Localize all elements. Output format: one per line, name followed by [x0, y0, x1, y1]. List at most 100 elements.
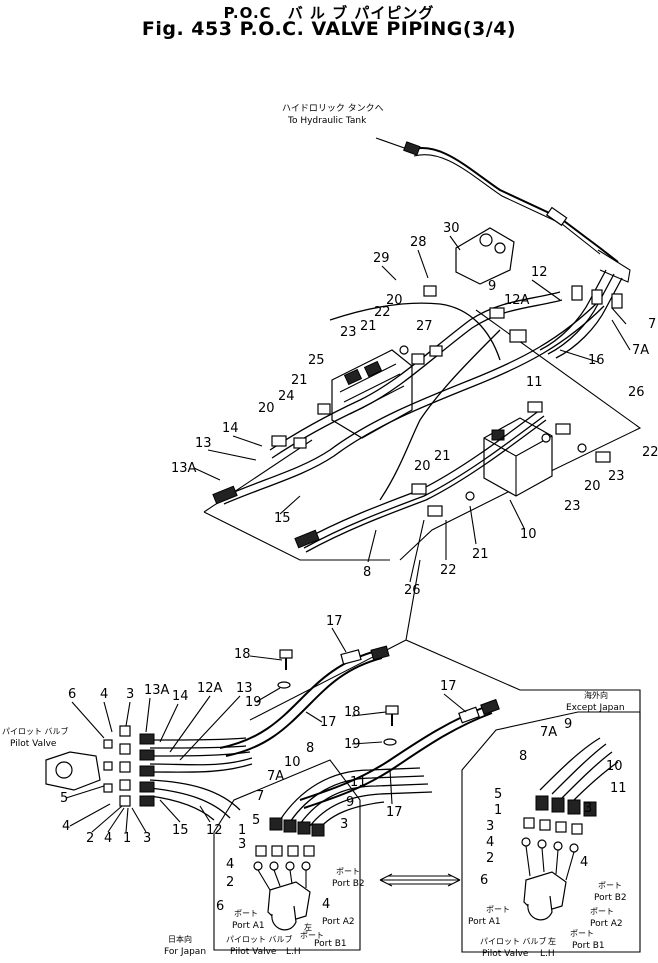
svg-text:2: 2 — [86, 831, 94, 846]
double-arrow — [379, 873, 461, 887]
svg-text:12: 12 — [531, 265, 548, 280]
svg-text:Port B2: Port B2 — [332, 879, 365, 889]
svg-text:1: 1 — [494, 803, 502, 818]
svg-text:20: 20 — [386, 293, 403, 308]
svg-text:15: 15 — [274, 511, 291, 526]
svg-text:17: 17 — [320, 715, 337, 730]
except-japan-jp: 海外向 — [584, 690, 608, 700]
svg-text:21: 21 — [360, 319, 377, 334]
svg-text:8: 8 — [306, 741, 314, 756]
svg-text:2: 2 — [486, 851, 494, 866]
svg-text:14: 14 — [222, 421, 239, 436]
svg-text:3: 3 — [143, 831, 151, 846]
svg-text:7: 7 — [648, 317, 656, 332]
svg-text:5: 5 — [494, 787, 502, 802]
svg-text:17: 17 — [326, 614, 343, 629]
upper-fittings — [212, 285, 623, 549]
svg-text:12: 12 — [206, 823, 223, 838]
svg-text:左: 左 — [548, 936, 556, 946]
svg-text:4: 4 — [322, 897, 330, 912]
svg-text:ポート: ポート — [570, 929, 594, 938]
svg-text:Port A2: Port A2 — [590, 919, 623, 929]
svg-text:10: 10 — [520, 527, 537, 542]
svg-text:21: 21 — [291, 373, 308, 388]
upper-hose-bundle — [219, 269, 623, 553]
svg-text:22: 22 — [440, 563, 457, 578]
svg-text:18: 18 — [344, 705, 361, 720]
svg-text:4: 4 — [580, 855, 588, 870]
svg-text:17: 17 — [386, 805, 403, 820]
svg-text:14: 14 — [172, 689, 189, 704]
svg-text:4: 4 — [486, 835, 494, 850]
svg-text:25: 25 — [308, 353, 325, 368]
svg-text:10: 10 — [606, 759, 623, 774]
svg-text:12A: 12A — [197, 681, 223, 696]
svg-text:ポート: ポート — [300, 931, 324, 940]
svg-text:11: 11 — [610, 781, 627, 796]
svg-text:9: 9 — [346, 795, 354, 810]
svg-text:3: 3 — [238, 837, 246, 852]
svg-text:7A: 7A — [632, 343, 649, 358]
svg-text:7A: 7A — [540, 725, 557, 740]
upper-callouts: 30 28 29 9 12 12A 7 7A 20 27 22 21 23 16… — [171, 221, 658, 598]
svg-text:26: 26 — [628, 385, 645, 400]
svg-text:3: 3 — [126, 687, 134, 702]
svg-text:Port B2: Port B2 — [594, 893, 627, 903]
text-notes: ハイドロリック タンクへ To Hydraulic Tank パイロット バルブ… — [2, 103, 627, 959]
svg-text:5: 5 — [60, 791, 68, 806]
svg-text:2: 2 — [226, 875, 234, 890]
svg-text:ポート: ポート — [486, 905, 510, 914]
lower-frame — [249, 559, 641, 721]
svg-text:ポート: ポート — [336, 867, 360, 876]
svg-text:4: 4 — [100, 687, 108, 702]
svg-text:9: 9 — [564, 717, 572, 732]
svg-text:5: 5 — [252, 813, 260, 828]
svg-text:Port A2: Port A2 — [322, 917, 355, 927]
svg-text:8: 8 — [519, 749, 527, 764]
svg-text:13: 13 — [195, 436, 212, 451]
svg-text:15: 15 — [172, 823, 189, 838]
svg-text:7A: 7A — [267, 769, 284, 784]
svg-text:Port A1: Port A1 — [232, 921, 265, 931]
svg-text:11: 11 — [526, 375, 543, 390]
svg-text:10: 10 — [284, 755, 301, 770]
svg-text:6: 6 — [68, 687, 76, 702]
svg-text:16: 16 — [588, 353, 605, 368]
svg-text:9: 9 — [488, 279, 496, 294]
svg-text:Port B1: Port B1 — [314, 939, 347, 949]
svg-text:4: 4 — [62, 819, 70, 834]
svg-text:6: 6 — [216, 899, 224, 914]
svg-text:パイロット バルブ: パイロット バルブ — [226, 934, 293, 944]
tank-note-jp: ハイドロリック タンクへ — [282, 103, 384, 114]
svg-text:左: 左 — [304, 922, 312, 932]
svg-text:29: 29 — [373, 251, 390, 266]
svg-text:23: 23 — [564, 499, 581, 514]
svg-text:23: 23 — [608, 469, 625, 484]
svg-text:17: 17 — [440, 679, 457, 694]
svg-text:23: 23 — [340, 325, 357, 340]
svg-text:Pilot Valve: Pilot Valve — [230, 947, 277, 957]
svg-text:4: 4 — [104, 831, 112, 846]
for-japan-en: For Japan — [164, 947, 206, 957]
svg-text:27: 27 — [416, 319, 433, 334]
tank-note-en: To Hydraulic Tank — [287, 116, 367, 126]
except-japan-callouts: 7A 9 8 10 11 5 1 3 3 4 2 6 4 — [480, 717, 627, 888]
svg-text:Port B1: Port B1 — [572, 941, 605, 951]
svg-text:11: 11 — [350, 775, 367, 790]
svg-text:L.H: L.H — [286, 947, 301, 957]
svg-text:3: 3 — [584, 801, 592, 816]
svg-text:22: 22 — [642, 445, 658, 460]
svg-text:13: 13 — [236, 681, 253, 696]
svg-text:30: 30 — [443, 221, 460, 236]
title-en: Fig. 453 P.O.C. VALVE PIPING(3/4) — [141, 18, 517, 40]
pilot-valve-en: Pilot Valve — [10, 739, 57, 749]
except-japan-en: Except Japan — [566, 703, 625, 713]
pilot-valve-jp: パイロット バルブ — [2, 726, 69, 736]
svg-text:22: 22 — [374, 305, 391, 320]
svg-text:Pilot Valve: Pilot Valve — [482, 949, 529, 959]
svg-text:20: 20 — [258, 401, 275, 416]
svg-text:3: 3 — [486, 819, 494, 834]
svg-text:L.H: L.H — [540, 949, 555, 959]
lower-bolts — [277, 649, 399, 746]
